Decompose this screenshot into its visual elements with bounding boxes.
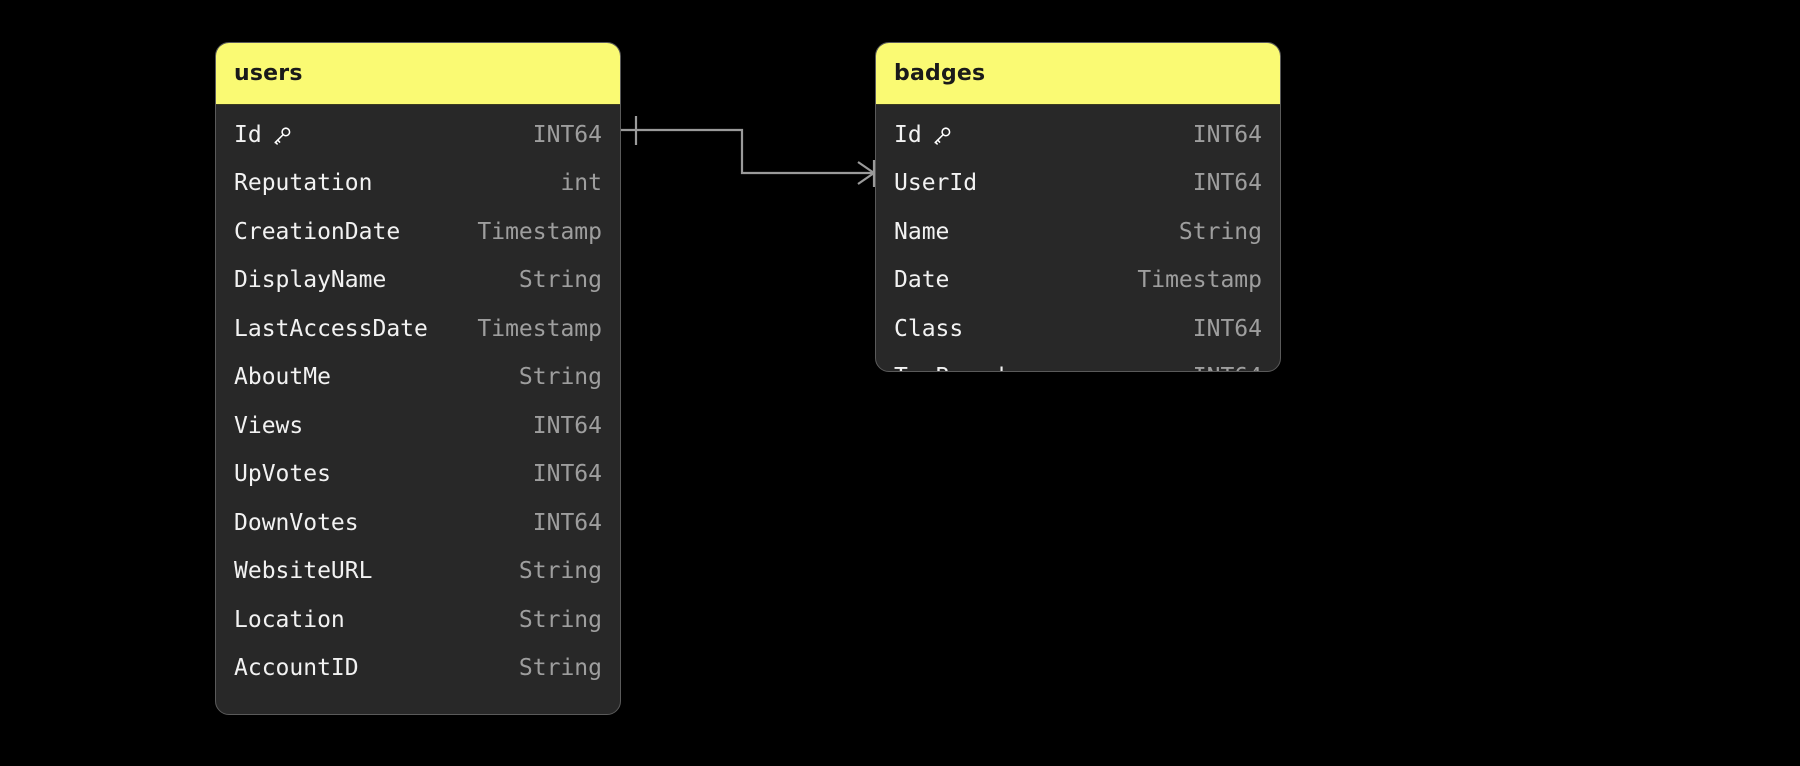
field-row-badges-UserId[interactable]: UserId INT64 <box>876 160 1280 209</box>
field-name: Class <box>894 315 964 342</box>
field-row-users-Location[interactable]: Location String <box>216 596 620 645</box>
entity-header-badges[interactable]: badges <box>876 43 1280 105</box>
cardinality-many-marker <box>857 160 876 187</box>
field-row-badges-Class[interactable]: Class INT64 <box>876 305 1280 354</box>
field-name: UserId <box>894 172 977 195</box>
field-label-AboutMe: AboutMe <box>234 364 331 391</box>
field-type-Id: INT64 <box>1192 121 1262 148</box>
field-name: Name <box>894 218 950 245</box>
field-label-Id: Id <box>234 121 262 148</box>
field-type-WebsiteURL: String <box>518 558 602 585</box>
field-row-badges-Id[interactable]: Id INT64 <box>876 111 1280 160</box>
field-row-badges-TagBased[interactable]: TagBased INT64 <box>876 354 1280 371</box>
field-name: Location <box>234 606 345 633</box>
field-row-badges-Name[interactable]: Name String <box>876 208 1280 257</box>
field-type-AboutMe: String <box>518 364 602 391</box>
field-label-Date: Date <box>894 267 950 294</box>
entity-card-users[interactable]: users Id INT64 Reputation int CreationDa… <box>215 42 621 715</box>
field-type-Date: Timestamp <box>1137 267 1262 294</box>
field-name: DownVotes <box>234 509 359 536</box>
field-type-UpVotes: INT64 <box>532 461 602 488</box>
field-name: DisplayName <box>234 269 386 292</box>
field-type-Id: INT64 <box>532 121 602 148</box>
field-label-UpVotes: UpVotes <box>234 461 331 488</box>
field-name: Id <box>894 121 953 148</box>
field-label-Location: Location <box>234 606 345 633</box>
field-type-Reputation: int <box>560 170 602 197</box>
field-label-Views: Views <box>234 412 304 439</box>
field-name: TagBased <box>894 366 1005 371</box>
field-label-Name: Name <box>894 218 950 245</box>
field-type-DisplayName: String <box>518 267 602 294</box>
field-type-Views: INT64 <box>532 412 602 439</box>
field-label-TagBased: TagBased <box>894 366 1005 371</box>
field-type-Location: String <box>518 606 602 633</box>
field-label-CreationDate: CreationDate <box>234 218 401 245</box>
entity-title-badges: badges <box>894 60 986 86</box>
field-label-WebsiteURL: WebsiteURL <box>234 558 373 585</box>
entity-title-users: users <box>234 60 303 86</box>
field-label-LastAccessDate: LastAccessDate <box>234 315 428 342</box>
field-type-Name: String <box>1178 218 1262 245</box>
field-list-badges: Id INT64 UserId INT64 Name String Date T… <box>876 105 1280 371</box>
entity-header-users[interactable]: users <box>216 43 620 105</box>
field-label-AccountID: AccountID <box>234 655 359 682</box>
field-row-users-WebsiteURL[interactable]: WebsiteURL String <box>216 548 620 597</box>
field-name: UpVotes <box>234 463 331 486</box>
field-type-CreationDate: Timestamp <box>477 218 602 245</box>
field-type-DownVotes: INT64 <box>532 509 602 536</box>
field-type-AccountID: String <box>518 655 602 682</box>
field-row-users-AboutMe[interactable]: AboutMe String <box>216 354 620 403</box>
relationship-line-users-badges <box>621 128 874 175</box>
field-row-users-LastAccessDate[interactable]: LastAccessDate Timestamp <box>216 305 620 354</box>
field-name: AccountID <box>234 657 359 680</box>
field-label-Class: Class <box>894 315 964 342</box>
field-row-users-AccountID[interactable]: AccountID String <box>216 645 620 694</box>
field-label-Id: Id <box>894 121 922 148</box>
field-name: AboutMe <box>234 366 331 389</box>
field-row-users-Id[interactable]: Id INT64 <box>216 111 620 160</box>
field-name: WebsiteURL <box>234 560 372 583</box>
field-name: Date <box>894 269 949 292</box>
field-label-DisplayName: DisplayName <box>234 267 387 294</box>
field-name: Id <box>234 121 293 148</box>
field-row-users-Reputation[interactable]: Reputation int <box>216 160 620 209</box>
field-name: CreationDate <box>234 218 401 245</box>
key-icon <box>931 125 953 147</box>
field-row-users-Views[interactable]: Views INT64 <box>216 402 620 451</box>
field-row-badges-Date[interactable]: Date Timestamp <box>876 257 1280 306</box>
entity-card-badges[interactable]: badges Id INT64 UserId INT64 Name String… <box>875 42 1281 372</box>
field-type-UserId: INT64 <box>1192 170 1262 197</box>
field-name: LastAccessDate <box>234 315 428 342</box>
field-row-users-DisplayName[interactable]: DisplayName String <box>216 257 620 306</box>
field-type-TagBased: INT64 <box>1193 366 1262 371</box>
field-type-Class: INT64 <box>1192 315 1262 342</box>
key-icon <box>271 125 293 147</box>
field-row-users-DownVotes[interactable]: DownVotes INT64 <box>216 499 620 548</box>
field-label-Reputation: Reputation <box>234 170 373 197</box>
field-list-users: Id INT64 Reputation int CreationDate Tim… <box>216 105 620 707</box>
field-name: Views <box>234 412 304 439</box>
field-label-DownVotes: DownVotes <box>234 509 359 536</box>
field-label-UserId: UserId <box>894 170 978 197</box>
field-type-LastAccessDate: Timestamp <box>477 315 602 342</box>
field-row-users-UpVotes[interactable]: UpVotes INT64 <box>216 451 620 500</box>
field-name: Reputation <box>234 172 372 195</box>
field-row-users-CreationDate[interactable]: CreationDate Timestamp <box>216 208 620 257</box>
